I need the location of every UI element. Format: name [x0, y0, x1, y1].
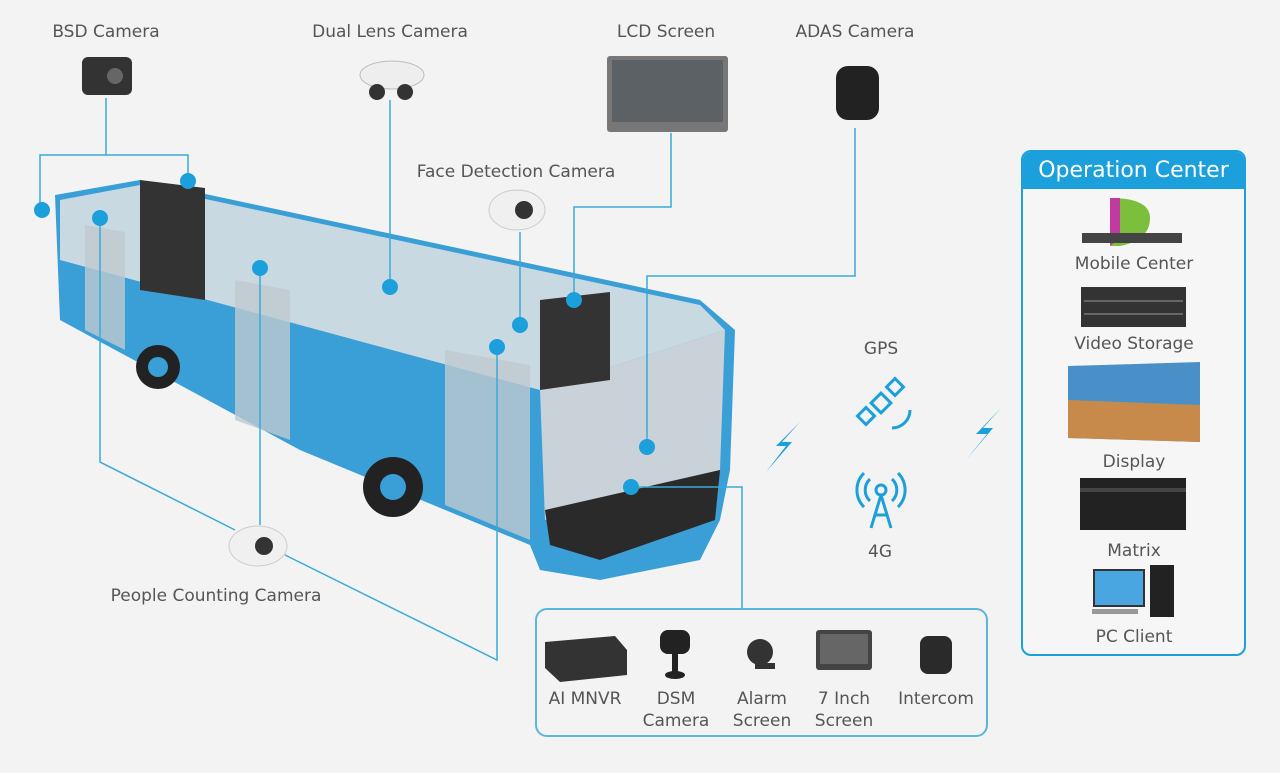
- onboard-ai-mnvr-label: AI MNVR: [548, 689, 622, 709]
- face-detection-camera-icon: [488, 189, 546, 231]
- op-item-matrix: Matrix: [1107, 541, 1161, 561]
- face-detection-camera-label: Face Detection Camera: [416, 162, 616, 182]
- operation-center-panel: Operation Center: [1021, 150, 1246, 656]
- lightning-icon: [766, 422, 800, 472]
- people-counting-camera-icon: [228, 525, 288, 567]
- 4g-label: 4G: [868, 542, 892, 562]
- lightning-icon: [966, 408, 1001, 460]
- operation-center-title: Operation Center: [1023, 152, 1244, 189]
- op-item-mobile-center: Mobile Center: [1074, 254, 1194, 274]
- lcd-screen-label: LCD Screen: [616, 22, 716, 42]
- bus-illustration: [55, 180, 735, 580]
- dual-lens-camera-icon: [359, 60, 425, 100]
- dual-lens-camera-label: Dual Lens Camera: [312, 22, 468, 42]
- op-item-pc-client: PC Client: [1095, 627, 1173, 647]
- op-item-video-storage: Video Storage: [1074, 334, 1194, 354]
- op-item-display: Display: [1102, 452, 1166, 472]
- people-counting-camera-label: People Counting Camera: [110, 586, 322, 606]
- adas-camera-label: ADAS Camera: [795, 22, 915, 42]
- 4g-antenna-icon: [855, 471, 907, 529]
- gps-label: GPS: [863, 339, 899, 359]
- connection-dots: [34, 173, 655, 495]
- bsd-camera-label: BSD Camera: [52, 22, 160, 42]
- adas-camera-icon: [836, 66, 879, 120]
- connection-lines: [39, 98, 856, 662]
- bsd-camera-icon: [82, 57, 132, 95]
- gps-satellite-icon: [855, 376, 912, 430]
- onboard-intercom-label: Intercom: [898, 689, 974, 709]
- onboard-devices-panel: [535, 608, 988, 737]
- lcd-screen-icon: [607, 56, 728, 132]
